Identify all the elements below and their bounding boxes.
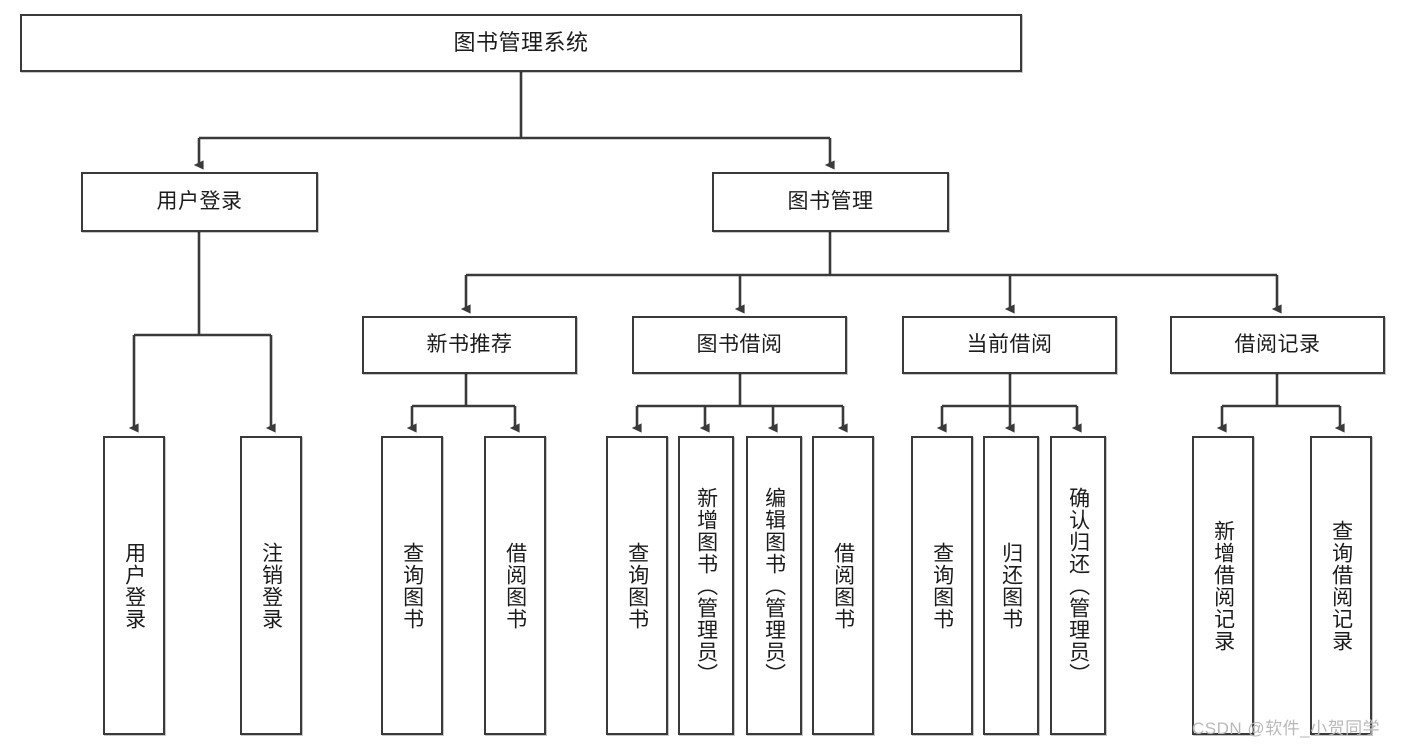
node-label: 确认归还（管理员） — [1066, 486, 1090, 685]
node-label: 新增图书（管理员） — [694, 486, 718, 685]
node-root-system[interactable]: 图书管理系统 — [20, 14, 1022, 72]
node-book-management[interactable]: 图书管理 — [712, 172, 949, 232]
node-leaf-user-login[interactable]: 用户登录 — [103, 436, 165, 735]
node-label: 新书推荐 — [426, 333, 513, 357]
node-label: 用户登录 — [156, 190, 243, 214]
node-borrow-record[interactable]: 借阅记录 — [1170, 316, 1385, 374]
node-leaf-borrow-book-recommend[interactable]: 借阅图书 — [484, 436, 546, 735]
node-leaf-edit-book-admin[interactable]: 编辑图书（管理员） — [746, 436, 802, 735]
node-label: 借阅图书 — [503, 541, 527, 630]
node-book-borrow[interactable]: 图书借阅 — [632, 316, 847, 374]
node-leaf-return-book[interactable]: 归还图书 — [983, 436, 1039, 735]
node-label: 归还图书 — [999, 541, 1023, 630]
node-label: 查询图书 — [400, 541, 424, 630]
node-label: 借阅记录 — [1234, 333, 1321, 357]
node-leaf-add-book-admin[interactable]: 新增图书（管理员） — [678, 436, 734, 735]
watermark-text: CSDN @软件_小贺同学 — [1192, 719, 1381, 738]
node-leaf-query-borrow-record[interactable]: 查询借阅记录 — [1310, 436, 1372, 735]
node-label: 用户登录 — [122, 541, 146, 630]
node-label: 编辑图书（管理员） — [762, 486, 786, 685]
node-label: 查询图书 — [930, 541, 954, 630]
node-label: 查询图书 — [625, 541, 649, 630]
node-label: 新增借阅记录 — [1211, 519, 1235, 652]
node-new-book-recommend[interactable]: 新书推荐 — [362, 316, 577, 374]
node-label: 当前借阅 — [966, 333, 1053, 357]
node-leaf-borrow-book[interactable]: 借阅图书 — [812, 436, 874, 735]
node-user-login[interactable]: 用户登录 — [81, 172, 318, 232]
node-leaf-query-book-borrow[interactable]: 查询图书 — [606, 436, 668, 735]
node-label: 图书借阅 — [696, 333, 783, 357]
node-leaf-add-borrow-record[interactable]: 新增借阅记录 — [1192, 436, 1254, 735]
node-label: 借阅图书 — [831, 541, 855, 630]
node-leaf-confirm-return-admin[interactable]: 确认归还（管理员） — [1050, 436, 1106, 735]
node-current-borrow[interactable]: 当前借阅 — [902, 316, 1117, 374]
node-leaf-logout[interactable]: 注销登录 — [240, 436, 302, 735]
node-label: 图书管理系统 — [453, 29, 589, 55]
node-label: 图书管理 — [787, 190, 874, 214]
node-leaf-query-book-current[interactable]: 查询图书 — [911, 436, 973, 735]
node-leaf-query-book-recommend[interactable]: 查询图书 — [381, 436, 443, 735]
node-label: 查询借阅记录 — [1329, 519, 1353, 652]
node-label: 注销登录 — [259, 541, 283, 630]
